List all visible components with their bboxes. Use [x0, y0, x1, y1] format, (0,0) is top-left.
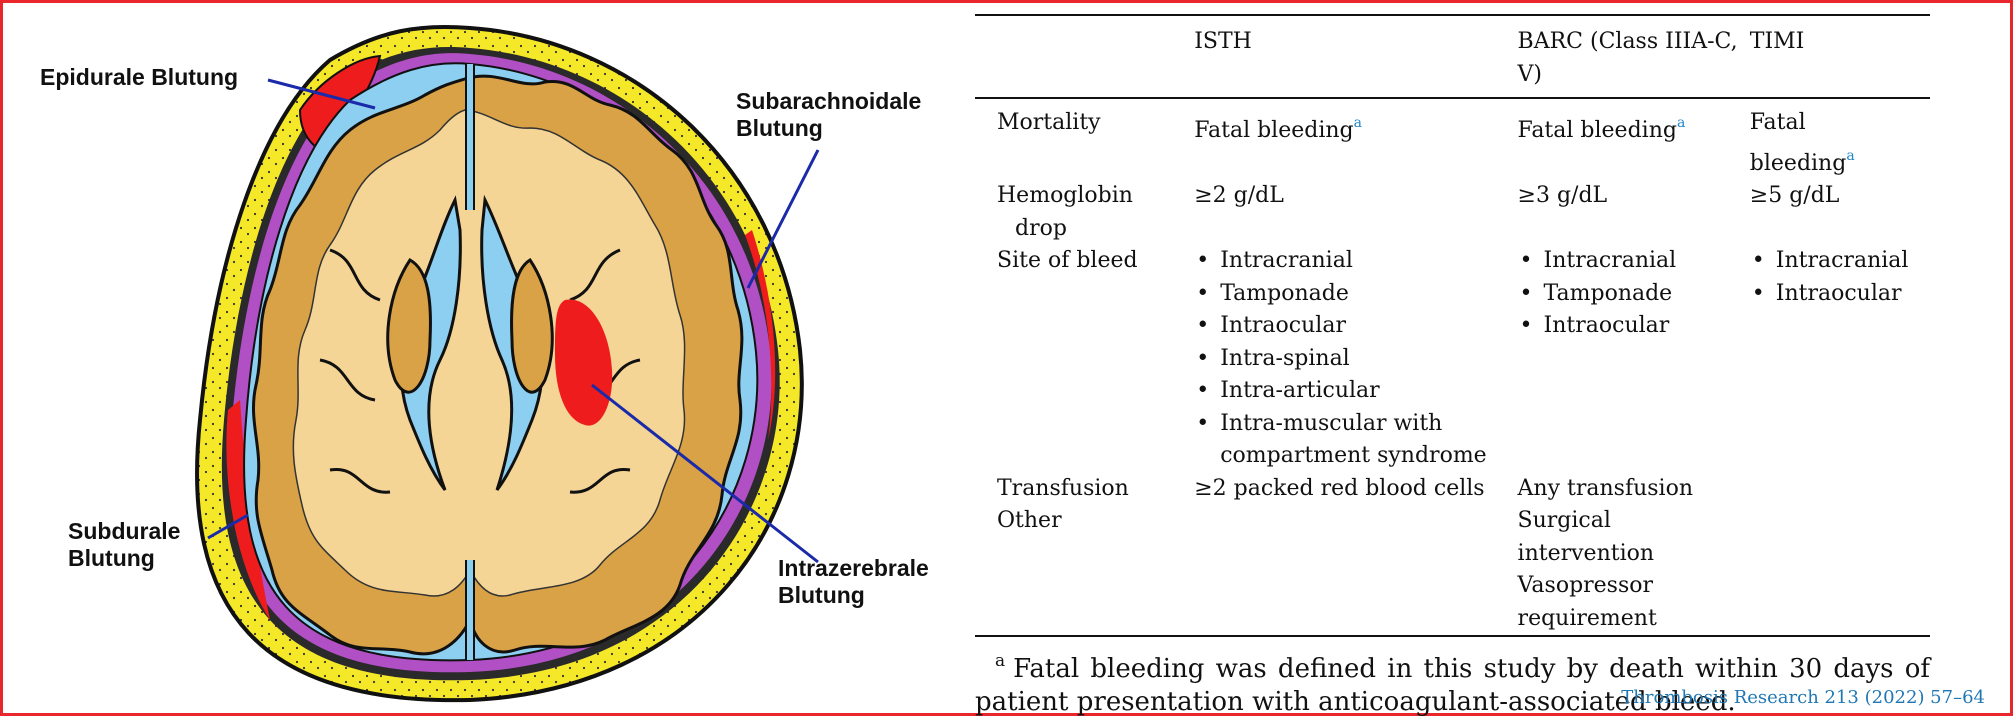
label-intracerebral: Intrazerebrale Blutung	[778, 555, 929, 609]
cell-site-timi: Intracranial Intraocular	[1750, 245, 1930, 473]
header-barc: BARC (Class IIIA-C, V)	[1518, 15, 1750, 98]
cell-other-isth	[1194, 505, 1517, 636]
cell-transfusion-timi	[1750, 473, 1930, 506]
footnote-marker: a	[995, 651, 1005, 671]
table-header-row: ISTH BARC (Class IIIA-C, V) TIMI	[975, 15, 1930, 98]
header-empty	[975, 15, 1194, 98]
list-item: Intra-articular	[1194, 375, 1517, 408]
journal-citation[interactable]: Thrombosis Research 213 (2022) 57–64	[1621, 687, 1985, 708]
list-item: Intra-muscular with compartment syndrome	[1194, 408, 1517, 473]
header-isth: ISTH	[1194, 15, 1517, 98]
row-label-other: Other	[975, 505, 1194, 636]
label-epidural: Epidurale Blutung	[40, 64, 238, 91]
footnote-mark[interactable]: a	[1354, 115, 1362, 131]
table-row-other: Other Surgical intervention Vasopressor …	[975, 505, 1930, 636]
cell-other-barc: Surgical intervention Vasopressor requir…	[1518, 505, 1750, 636]
cell-hemoglobin-isth: ≥2 g/dL	[1194, 180, 1517, 245]
cell-transfusion-barc: Any transfusion	[1518, 473, 1750, 506]
label-subdural: Subdurale Blutung	[68, 518, 180, 572]
list-item: Intraocular	[1518, 310, 1750, 343]
list-item: Intracranial	[1194, 245, 1517, 278]
list-item: Tamponade	[1194, 278, 1517, 311]
cell-hemoglobin-barc: ≥3 g/dL	[1518, 180, 1750, 245]
footnote-mark[interactable]: a	[1677, 115, 1685, 131]
list-item: Intraocular	[1194, 310, 1517, 343]
cell-site-isth: Intracranial Tamponade Intraocular Intra…	[1194, 245, 1517, 473]
header-timi: TIMI	[1750, 15, 1930, 98]
cell-mortality-isth: Fatal bleedinga	[1194, 98, 1517, 180]
list-item: Tamponade	[1518, 278, 1750, 311]
list-item: Intraocular	[1750, 278, 1930, 311]
cell-site-barc: Intracranial Tamponade Intraocular	[1518, 245, 1750, 473]
cell-mortality-barc: Fatal bleedinga	[1518, 98, 1750, 180]
list-item: Intra-spinal	[1194, 343, 1517, 376]
row-label-mortality: Mortality	[975, 98, 1194, 180]
table-row-site: Site of bleed Intracranial Tamponade Int…	[975, 245, 1930, 473]
row-label-transfusion: Transfusion	[975, 473, 1194, 506]
cell-other-timi	[1750, 505, 1930, 636]
table-row-transfusion: Transfusion ≥2 packed red blood cells An…	[975, 473, 1930, 506]
cell-transfusion-isth: ≥2 packed red blood cells	[1194, 473, 1517, 506]
list-item: Intracranial	[1750, 245, 1930, 278]
cell-hemoglobin-timi: ≥5 g/dL	[1750, 180, 1930, 245]
row-label-site: Site of bleed	[975, 245, 1194, 473]
footnote-mark[interactable]: a	[1846, 148, 1854, 164]
label-subarachnoid: Subarachnoidale Blutung	[736, 88, 921, 142]
table-row-mortality: Mortality Fatal bleedinga Fatal bleeding…	[975, 98, 1930, 180]
list-item: Intracranial	[1518, 245, 1750, 278]
bleeding-criteria-table: ISTH BARC (Class IIIA-C, V) TIMI Mortali…	[975, 14, 1930, 637]
